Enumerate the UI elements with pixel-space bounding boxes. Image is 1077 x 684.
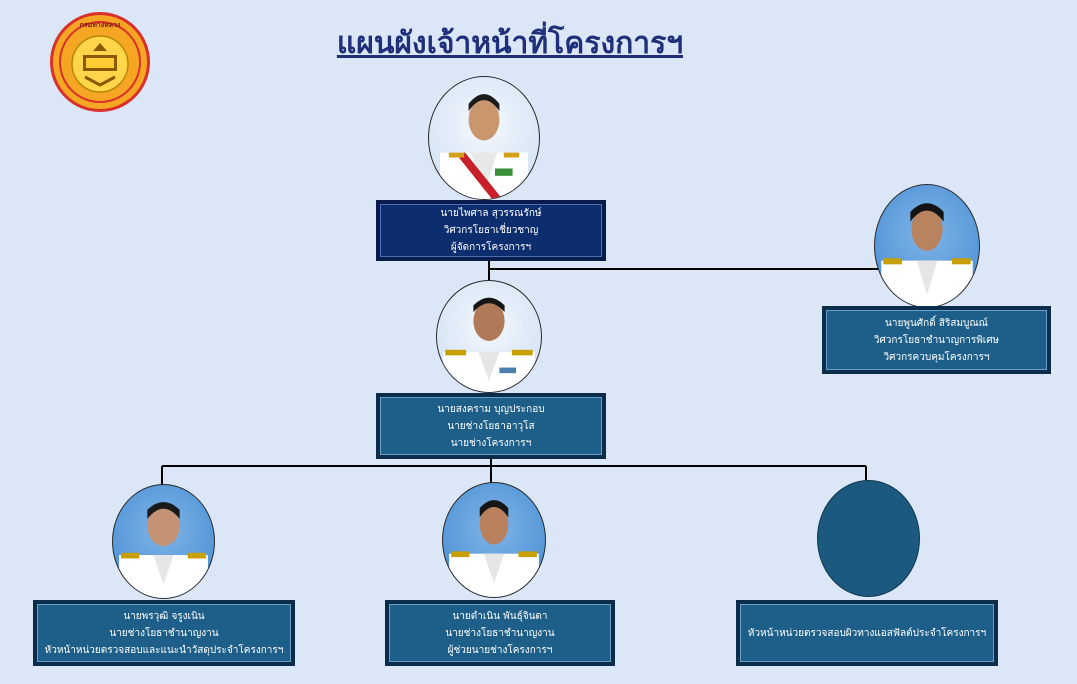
staff-left-photo xyxy=(112,484,215,599)
staff-left-role: หัวหน้าหน่วยตรวจสอบและแนะนำวัสดุประจำโคร… xyxy=(44,644,284,656)
page-title: แผนผังเจ้าหน้าที่โครงการฯ xyxy=(336,26,684,61)
supervisor-name: นายพูนศักดิ์ สิริสมบูณณ์ xyxy=(885,317,988,329)
staff-mid-role: ผู้ช่วยนายช่างโครงการฯ xyxy=(447,644,553,656)
manager-photo xyxy=(428,76,540,200)
engineer-photo xyxy=(436,280,542,393)
engineer-role: นายช่างโครงการฯ xyxy=(450,437,532,449)
manager-role: ผู้จัดการโครงการฯ xyxy=(450,242,532,253)
staff-mid-card: นายดำเนิน พันธุ์จินดา นายช่างโยธาชำนาญงา… xyxy=(385,600,615,666)
staff-left-position: นายช่างโยธาชำนาญงาน xyxy=(109,627,219,639)
supervisor-position: วิศวกรโยธาชำนาญการพิเศษ xyxy=(873,334,1000,346)
staff-right-role: หัวหน้าหน่วยตรวจสอบผิวทางแอสฟัลต์ประจำโค… xyxy=(747,627,987,639)
supervisor-role: วิศวกรควบคุมโครงการฯ xyxy=(883,351,990,363)
staff-mid-photo xyxy=(442,482,546,598)
manager-card: นายไพศาล สุวรรณรักษ์ วิศวกรโยธาเชี่ยวชาญ… xyxy=(376,200,606,261)
engineer-name: นายสงคราม บุญประกอบ xyxy=(437,403,545,415)
staff-right-card: หัวหน้าหน่วยตรวจสอบผิวทางแอสฟัลต์ประจำโค… xyxy=(736,600,998,666)
logo-text: กรมทางหลวง xyxy=(79,21,121,29)
engineer-card: นายสงคราม บุญประกอบ นายช่างโยธาอาวุโส นา… xyxy=(376,393,606,459)
manager-position: วิศวกรโยธาเชี่ยวชาญ xyxy=(443,225,539,236)
staff-right-photo-placeholder xyxy=(817,480,920,597)
supervisor-card: นายพูนศักดิ์ สิริสมบูณณ์ วิศวกรโยธาชำนาญ… xyxy=(822,306,1051,374)
manager-name: นายไพศาล สุวรรณรักษ์ xyxy=(440,208,542,219)
engineer-position: นายช่างโยธาอาวุโส xyxy=(447,420,535,432)
department-logo: กรมทางหลวง xyxy=(50,12,150,112)
staff-left-name: นายพรวุฒิ จรูงเนิน xyxy=(123,610,205,622)
staff-mid-position: นายช่างโยธาชำนาญงาน xyxy=(445,627,555,639)
staff-left-card: นายพรวุฒิ จรูงเนิน นายช่างโยธาชำนาญงาน ห… xyxy=(33,600,295,666)
staff-mid-name: นายดำเนิน พันธุ์จินดา xyxy=(452,610,548,622)
supervisor-photo xyxy=(874,184,980,308)
